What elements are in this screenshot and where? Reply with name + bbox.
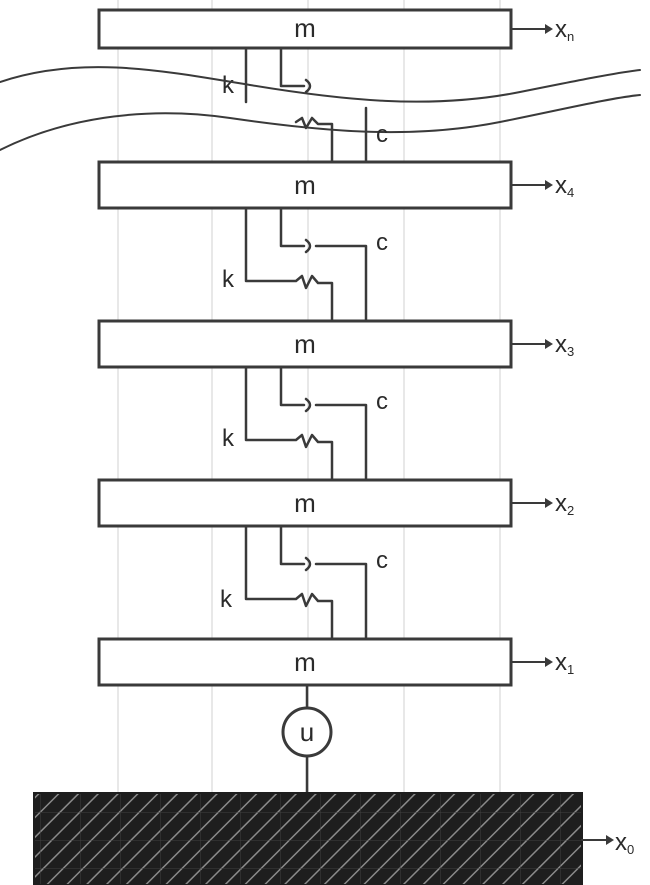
mass-label: m: [294, 647, 316, 677]
svg-text:x0: x0: [615, 829, 634, 857]
displacement-arrow-3: x3: [510, 331, 574, 359]
mass-4: m: [97, 160, 513, 210]
damper-label: c: [376, 388, 388, 415]
spring-damper-4-3: k c: [222, 206, 388, 323]
svg-text:xn: xn: [555, 16, 574, 44]
damper-label: c: [376, 229, 388, 256]
svg-text:x2: x2: [555, 490, 574, 518]
svg-text:x4: x4: [555, 172, 574, 200]
actuator: u: [281, 683, 333, 795]
displacement-arrow-4: x4: [510, 172, 574, 200]
mass-label: m: [294, 329, 316, 359]
spring-label: k: [222, 266, 235, 293]
x-label: x: [615, 829, 627, 856]
x-subscript: 0: [627, 842, 634, 857]
x-subscript: 4: [567, 185, 574, 200]
x-label: x: [555, 649, 567, 676]
spring-damper-3-2: k c: [222, 365, 388, 482]
mass-label: m: [294, 13, 316, 43]
x-label: x: [555, 172, 567, 199]
x-subscript: n: [567, 29, 574, 44]
mass-n: m: [97, 8, 513, 50]
break-lines: [0, 66, 641, 151]
displacement-arrow-n: xn: [510, 16, 574, 44]
actuator-label: u: [300, 717, 314, 747]
spring-label: k: [222, 72, 235, 99]
spring-label: k: [220, 586, 233, 613]
svg-text:x3: x3: [555, 331, 574, 359]
spring-label: k: [222, 425, 235, 452]
damper-top-segment: [279, 46, 312, 94]
x-subscript: 2: [567, 503, 574, 518]
x-subscript: 1: [567, 662, 574, 677]
x-label: x: [555, 331, 567, 358]
mass-2: m: [97, 478, 513, 528]
x-subscript: 3: [567, 344, 574, 359]
displacement-arrow-1: x1: [510, 649, 574, 677]
spring-top-segment: k: [222, 46, 248, 104]
mass-label: m: [294, 170, 316, 200]
ground-base: [33, 792, 583, 885]
x-label: x: [555, 16, 567, 43]
upper-segment-to-mass-4: c: [294, 106, 388, 164]
x-label: x: [555, 490, 567, 517]
mass-1: m: [97, 637, 513, 687]
damper-label: c: [376, 547, 388, 574]
spring-damper-2-1: k c: [220, 524, 388, 641]
damper-label: c: [376, 121, 388, 148]
displacement-arrow-0: x0: [581, 829, 634, 857]
mass-label: m: [294, 488, 316, 518]
svg-text:x1: x1: [555, 649, 574, 677]
mass-3: m: [97, 319, 513, 369]
displacement-arrow-2: x2: [510, 490, 574, 518]
